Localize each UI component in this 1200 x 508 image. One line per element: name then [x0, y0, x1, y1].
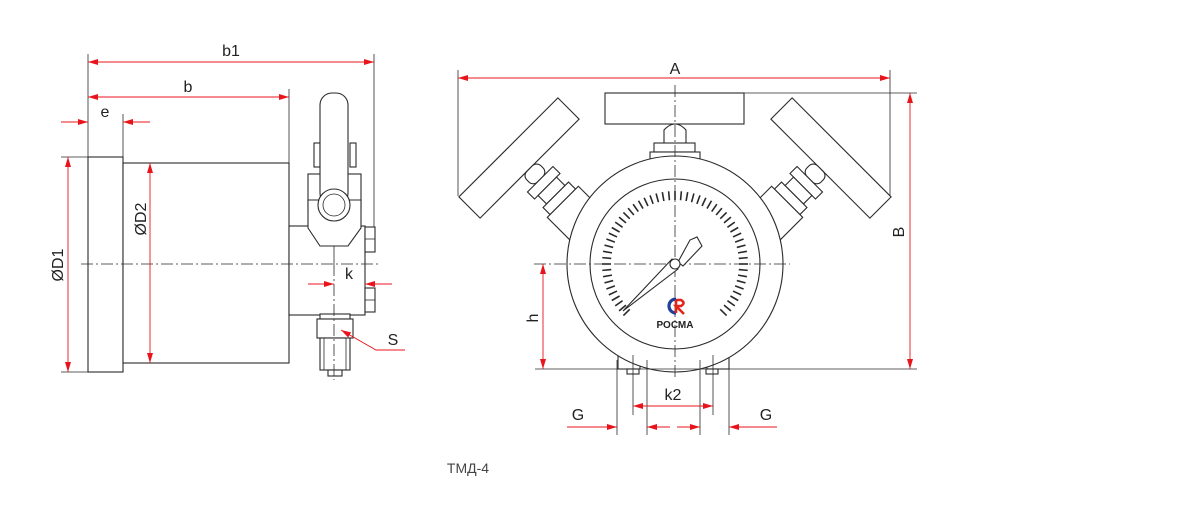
dial-tick [736, 279, 746, 284]
dial-tick [701, 197, 707, 207]
drawing-caption: ТМД-4 [447, 460, 489, 476]
dial-tick [685, 191, 689, 202]
side-valve [307, 92, 362, 264]
dial-tick [737, 274, 748, 278]
label-d1: ØD1 [50, 248, 67, 281]
label-a: A [670, 61, 681, 78]
needle-pivot [669, 258, 681, 270]
dial-tick [679, 191, 683, 201]
pressure-fitting [316, 313, 354, 377]
dial-tick [723, 216, 732, 224]
dial-tick [732, 232, 742, 238]
dial-tick [738, 268, 748, 272]
dial-tick [734, 285, 744, 290]
dial-tick [719, 308, 728, 317]
top-valve-handle [604, 92, 745, 125]
dial-tick [611, 295, 620, 302]
dial-tick [606, 285, 616, 290]
label-g-right: G [760, 407, 772, 424]
front-view: РОСМА A B h k2 G G [457, 61, 917, 435]
label-s: S [388, 332, 399, 349]
dial-tick [715, 207, 723, 216]
dial-tick [736, 244, 746, 249]
dial-tick [643, 197, 649, 207]
dial-tick [632, 203, 639, 213]
label-b: b [184, 79, 193, 96]
gauge-needle [622, 236, 703, 312]
dial-tick [622, 308, 631, 317]
label-d2: ØD2 [133, 202, 150, 235]
dial-tick [732, 290, 742, 296]
leader-s [340, 329, 405, 351]
valve-handle [319, 92, 349, 206]
dial-tick [734, 238, 744, 243]
label-g-left: G [572, 407, 584, 424]
dial-tick [719, 211, 728, 220]
label-e: e [101, 104, 110, 121]
label-b-height: B [891, 227, 908, 238]
label-k: k [345, 266, 354, 283]
left-valve [458, 97, 608, 247]
dial-tick [611, 226, 620, 233]
dial-tick [711, 203, 718, 213]
label-b1: b1 [222, 43, 240, 60]
top-valve [604, 92, 745, 161]
dial-tick [604, 279, 614, 284]
fitting-thread [319, 337, 351, 371]
dial-tick [649, 195, 654, 205]
dial-tick [730, 295, 739, 302]
dial-tick [608, 232, 618, 238]
nut-upper [364, 226, 376, 253]
dial-tick [706, 200, 713, 209]
dial-ticks [602, 191, 748, 317]
dial-tick [606, 238, 616, 243]
dial-tick [618, 216, 627, 224]
dial-tick [738, 256, 748, 260]
dial-tick [604, 244, 614, 249]
dial-tick [602, 274, 613, 278]
dial-tick [637, 200, 644, 209]
label-h: h [525, 314, 542, 323]
dial-tick [730, 226, 739, 233]
label-k2: k2 [665, 387, 682, 404]
dial-tick [655, 193, 660, 203]
dial-tick [696, 195, 701, 205]
dial-tick [667, 191, 671, 201]
rosma-logo: РОСМА [657, 297, 694, 331]
dial-tick [737, 250, 748, 254]
flange [87, 156, 124, 373]
dial-tick [723, 304, 732, 312]
fitting-hex [316, 318, 354, 339]
dial-tick [622, 211, 631, 220]
dial-tick [661, 191, 665, 202]
dial-tick [608, 290, 618, 296]
case-body [122, 162, 290, 364]
side-view: b1 b e ØD1 ØD2 k S [50, 43, 405, 380]
dial-tick [690, 193, 695, 203]
dial-tick [618, 304, 627, 312]
brand-name: РОСМА [657, 320, 694, 331]
dial-tick [614, 221, 624, 228]
dial-tick [726, 300, 736, 307]
dial-tick [602, 268, 612, 272]
dial-tick [726, 221, 736, 228]
dial-tick [602, 256, 612, 260]
dial-tick [602, 250, 613, 254]
dial-tick [614, 300, 624, 307]
dial-tick [627, 207, 635, 216]
